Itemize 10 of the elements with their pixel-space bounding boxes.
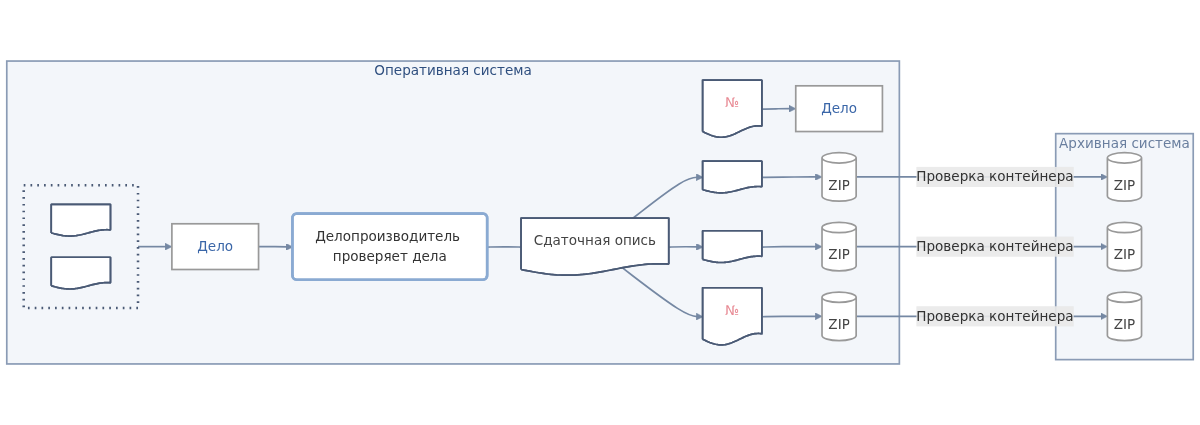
arrow (622, 267, 704, 321)
edge-label: Проверка контейнера (916, 168, 1074, 185)
node-box: Дело (794, 84, 884, 133)
edge-label: Проверка контейнера (916, 307, 1074, 324)
arrow (668, 243, 704, 251)
arrow (761, 173, 823, 181)
arrow (761, 242, 823, 251)
arrow (761, 312, 823, 321)
edge-label: Проверка контейнера (916, 238, 1074, 255)
node-box: Дело (171, 222, 260, 271)
